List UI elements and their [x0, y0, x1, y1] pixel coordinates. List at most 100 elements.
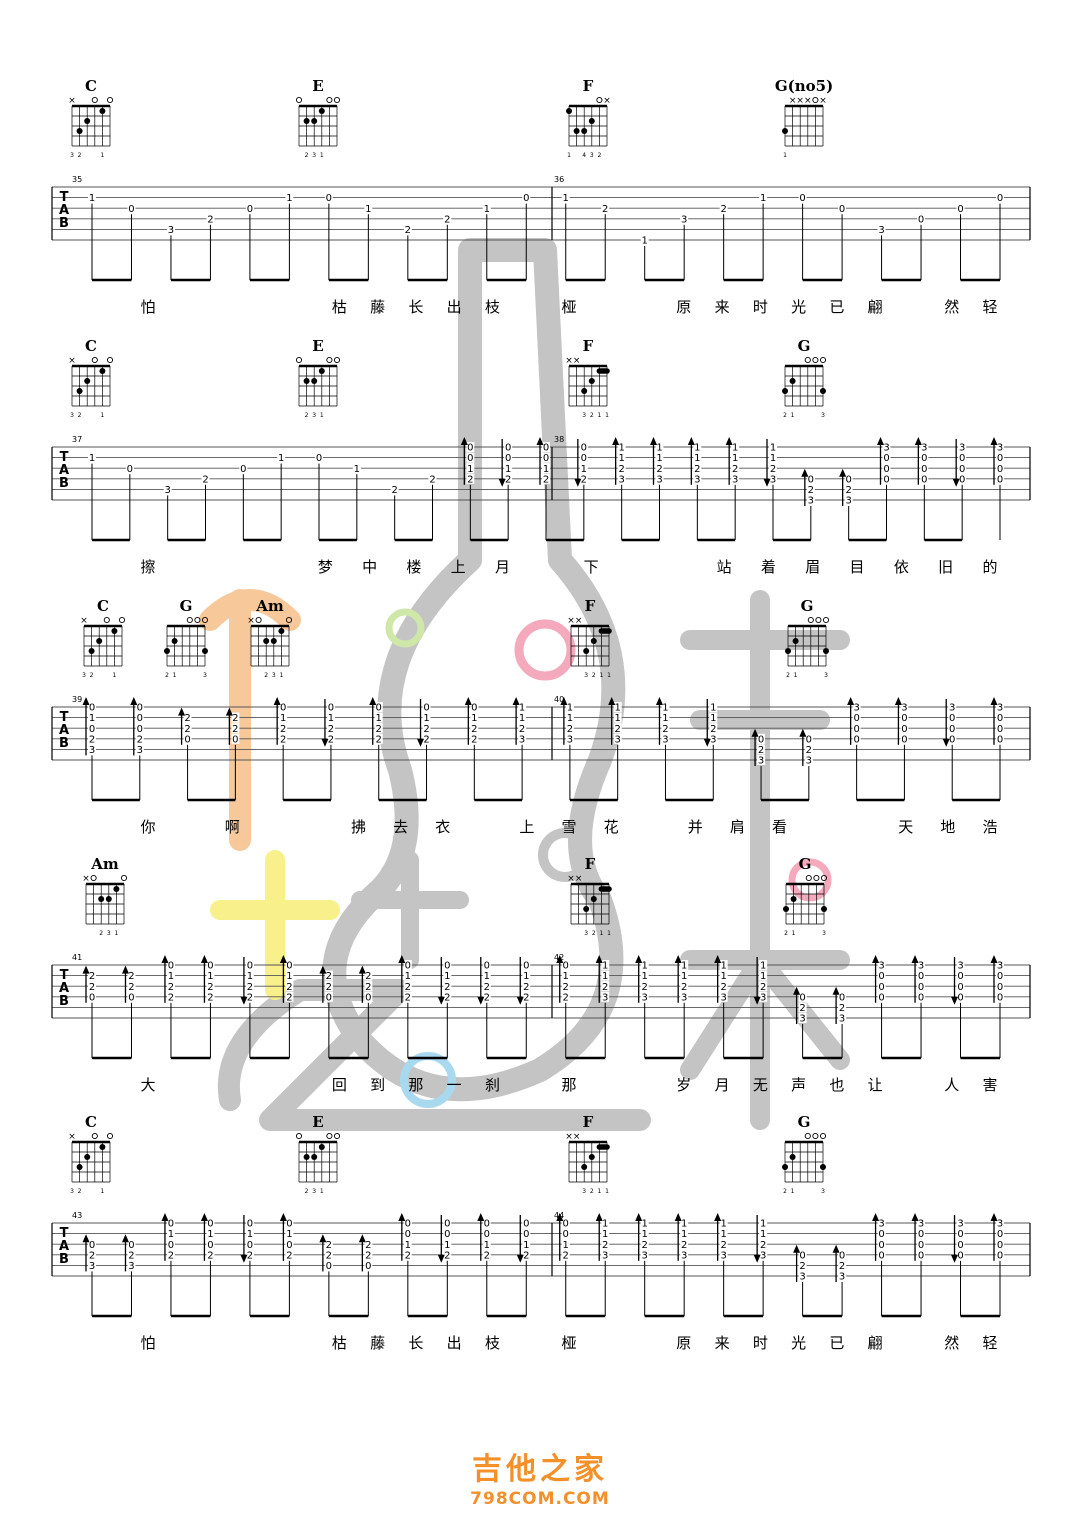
fret-number: 2 — [232, 713, 238, 724]
strum-up-arrow — [832, 986, 840, 995]
fret-number: 0 — [240, 464, 246, 475]
fret-bg — [613, 723, 622, 734]
fret-bg — [542, 473, 550, 484]
fret-number: 3 — [760, 1250, 766, 1261]
strum-down-arrow — [417, 738, 425, 747]
fret-number: 2 — [365, 1250, 371, 1261]
fret-number: 3 — [656, 474, 662, 485]
muted-string-mark: × — [603, 96, 611, 106]
fret-number: 1 — [567, 713, 573, 724]
fret-bg — [882, 473, 891, 484]
muted-string-mark: × — [796, 96, 804, 106]
fret-number: 2 — [207, 1250, 213, 1261]
lyric-char: 大 — [140, 1076, 155, 1094]
fret-bg — [844, 473, 853, 484]
fret-bg — [88, 991, 96, 1002]
open-string-mark — [295, 1132, 303, 1140]
fret-number: 3 — [89, 1261, 95, 1272]
chord-barre — [596, 368, 610, 374]
fret-bg — [403, 991, 412, 1002]
fret-bg — [166, 1249, 175, 1260]
fret-bg — [324, 970, 333, 981]
lyric-char: 着 — [761, 558, 776, 576]
lyric-char: 长 — [408, 298, 423, 316]
fret-number: 0 — [997, 1240, 1003, 1251]
lyric-char: 衣 — [435, 818, 450, 836]
fret-number: 1 — [681, 971, 687, 982]
finger-number: 1 — [607, 930, 611, 937]
fret-bg — [470, 733, 479, 744]
fret-bg — [285, 1228, 294, 1239]
fret-number: 1 — [405, 1240, 411, 1251]
fret-number: 1 — [720, 971, 726, 982]
chord-name: F — [583, 1113, 594, 1131]
fret-number: 0 — [128, 204, 134, 215]
lyric-char: 到 — [370, 1076, 385, 1094]
fret-number: 0 — [467, 443, 473, 454]
strum-up-arrow — [990, 1213, 998, 1221]
strum-down-arrow — [321, 738, 329, 747]
fret-number: 0 — [286, 1240, 292, 1251]
fret-number: 2 — [505, 474, 511, 485]
strum-down-arrow — [951, 1254, 959, 1263]
fret-bg — [769, 463, 777, 474]
lyric-char: 无 — [753, 1076, 768, 1094]
open-string-mark — [333, 1132, 341, 1140]
fret-number: 0 — [878, 1229, 884, 1240]
strum-up-arrow — [894, 697, 902, 705]
fret-bg — [838, 203, 847, 214]
fret-bg — [135, 744, 144, 755]
open-string-mark — [326, 1132, 333, 1140]
lyric-char: 长 — [408, 1334, 423, 1352]
muted-string-mark: × — [82, 874, 90, 884]
fret-number: 2 — [89, 982, 95, 993]
fret-bg — [731, 463, 740, 474]
fret-bg — [561, 1249, 570, 1260]
fret-number: 1 — [89, 713, 95, 724]
fret-bg — [693, 442, 702, 452]
fret-bg — [996, 960, 1004, 970]
open-string-mark — [820, 874, 828, 882]
chord-dot — [820, 1164, 826, 1170]
fret-bg — [877, 1218, 886, 1228]
fret-number: 0 — [883, 464, 889, 475]
chord-name: Am — [255, 597, 284, 615]
chord-name: G — [801, 597, 814, 615]
fret-bg — [920, 473, 929, 484]
fret-bg — [655, 442, 664, 452]
fret-bg — [482, 970, 491, 981]
fret-number: 2 — [720, 982, 726, 993]
chord-dot — [583, 906, 590, 912]
fret-number: 1 — [523, 1240, 529, 1251]
lyric-char: 楼 — [406, 558, 421, 576]
lyric-char: 看 — [772, 818, 787, 836]
fret-bg — [518, 712, 527, 723]
strum-up-arrow — [751, 728, 759, 737]
measure-number: 39 — [72, 695, 82, 704]
fret-number: 0 — [883, 453, 889, 464]
strum-up-arrow — [477, 1213, 485, 1221]
finger-number: 2 — [165, 672, 169, 679]
fret-bg — [245, 1218, 254, 1228]
strum-down-arrow — [437, 996, 445, 1005]
fret-number: 2 — [184, 713, 190, 724]
fret-number: 3 — [681, 214, 687, 225]
fret-bg — [769, 442, 777, 452]
fret-number: 0 — [326, 1261, 332, 1272]
fret-bg — [285, 981, 294, 992]
fret-bg — [719, 1249, 728, 1260]
finger-number: 3 — [312, 152, 316, 159]
chord-dot — [318, 108, 325, 114]
fret-bg — [364, 203, 373, 214]
chord-name: G — [798, 337, 811, 355]
fret-bg — [522, 1228, 531, 1239]
fret-bg — [443, 981, 452, 992]
fret-number: 1 — [642, 1219, 648, 1230]
chord-name: E — [312, 337, 323, 355]
fret-bg — [324, 1239, 333, 1250]
finger-number: 1 — [597, 1188, 601, 1195]
fret-number: 1 — [760, 1229, 766, 1240]
strum-up-arrow — [121, 965, 129, 974]
